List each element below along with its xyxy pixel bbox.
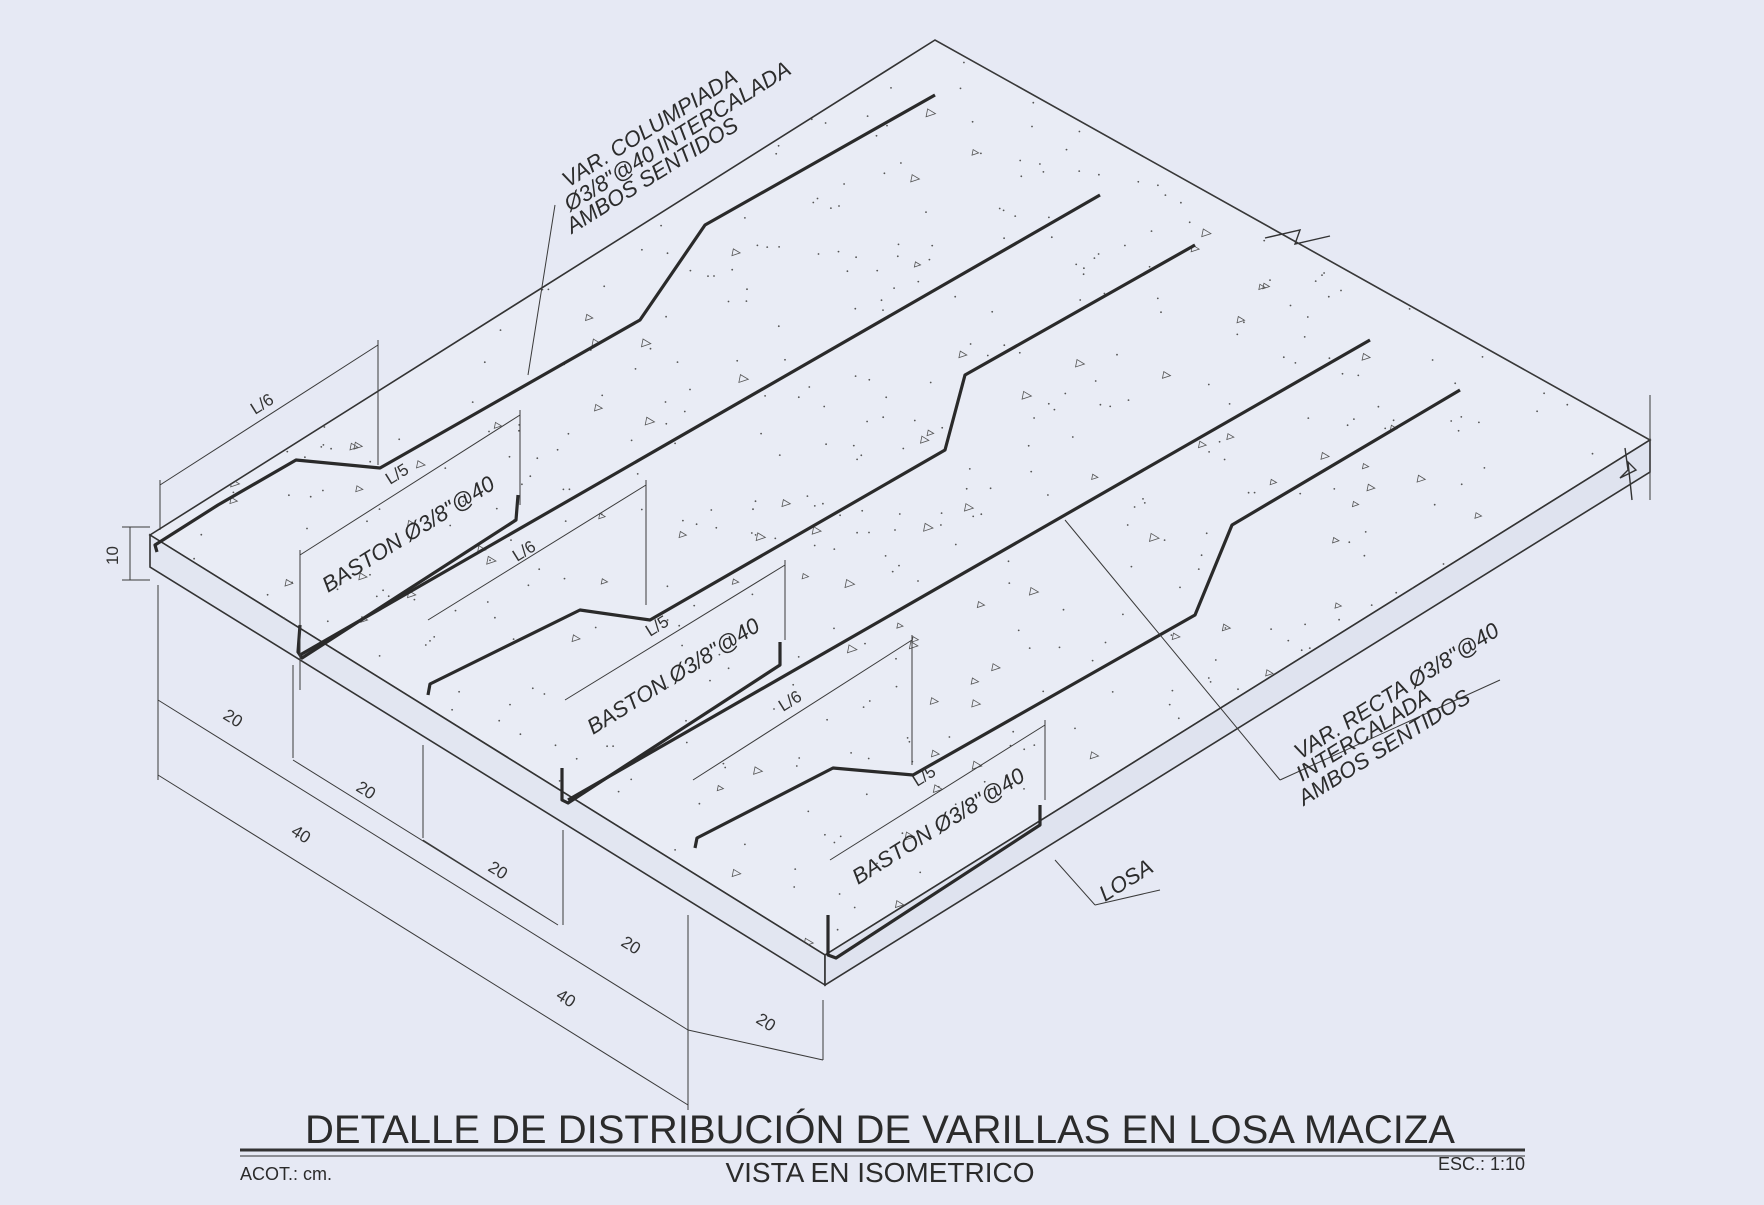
columpiada-bar-3 [693,388,1461,849]
dimension-lines [122,39,1651,1110]
straight-bar-1 [299,193,1101,657]
acot-label: ACOT.: cm. [240,1164,332,1184]
dim-20-a: 20 [220,705,246,731]
dim-thickness: 10 [103,546,122,565]
dim-l6-a: L/6 [247,390,277,419]
baston-bar-3 [826,805,1042,960]
columpiada-bar-2 [426,243,1196,696]
baston-bar-1 [296,494,520,660]
straight-bar-2 [567,338,1371,802]
page-title: DETALLE DE DISTRIBUCIÓN DE VARILLAS EN L… [305,1107,1455,1152]
columpiada-bar-1 [153,93,936,553]
label-losa: LOSA [1094,854,1157,906]
dim-40-b: 40 [553,985,579,1011]
dim-20-c: 20 [485,857,511,883]
slab-top-face [148,39,1652,956]
title-block: DETALLE DE DISTRIBUCIÓN DE VARILLAS EN L… [240,1107,1525,1188]
reinforcing-bars [153,93,1461,960]
baston-bar-2 [560,642,782,805]
dim-20-d: 20 [618,932,644,958]
scale-label: ESC.: 1:10 [1438,1154,1525,1174]
dim-40-a: 40 [288,821,314,847]
page-subtitle: VISTA EN ISOMETRICO [725,1157,1034,1188]
dim-20-e: 20 [753,1009,779,1035]
